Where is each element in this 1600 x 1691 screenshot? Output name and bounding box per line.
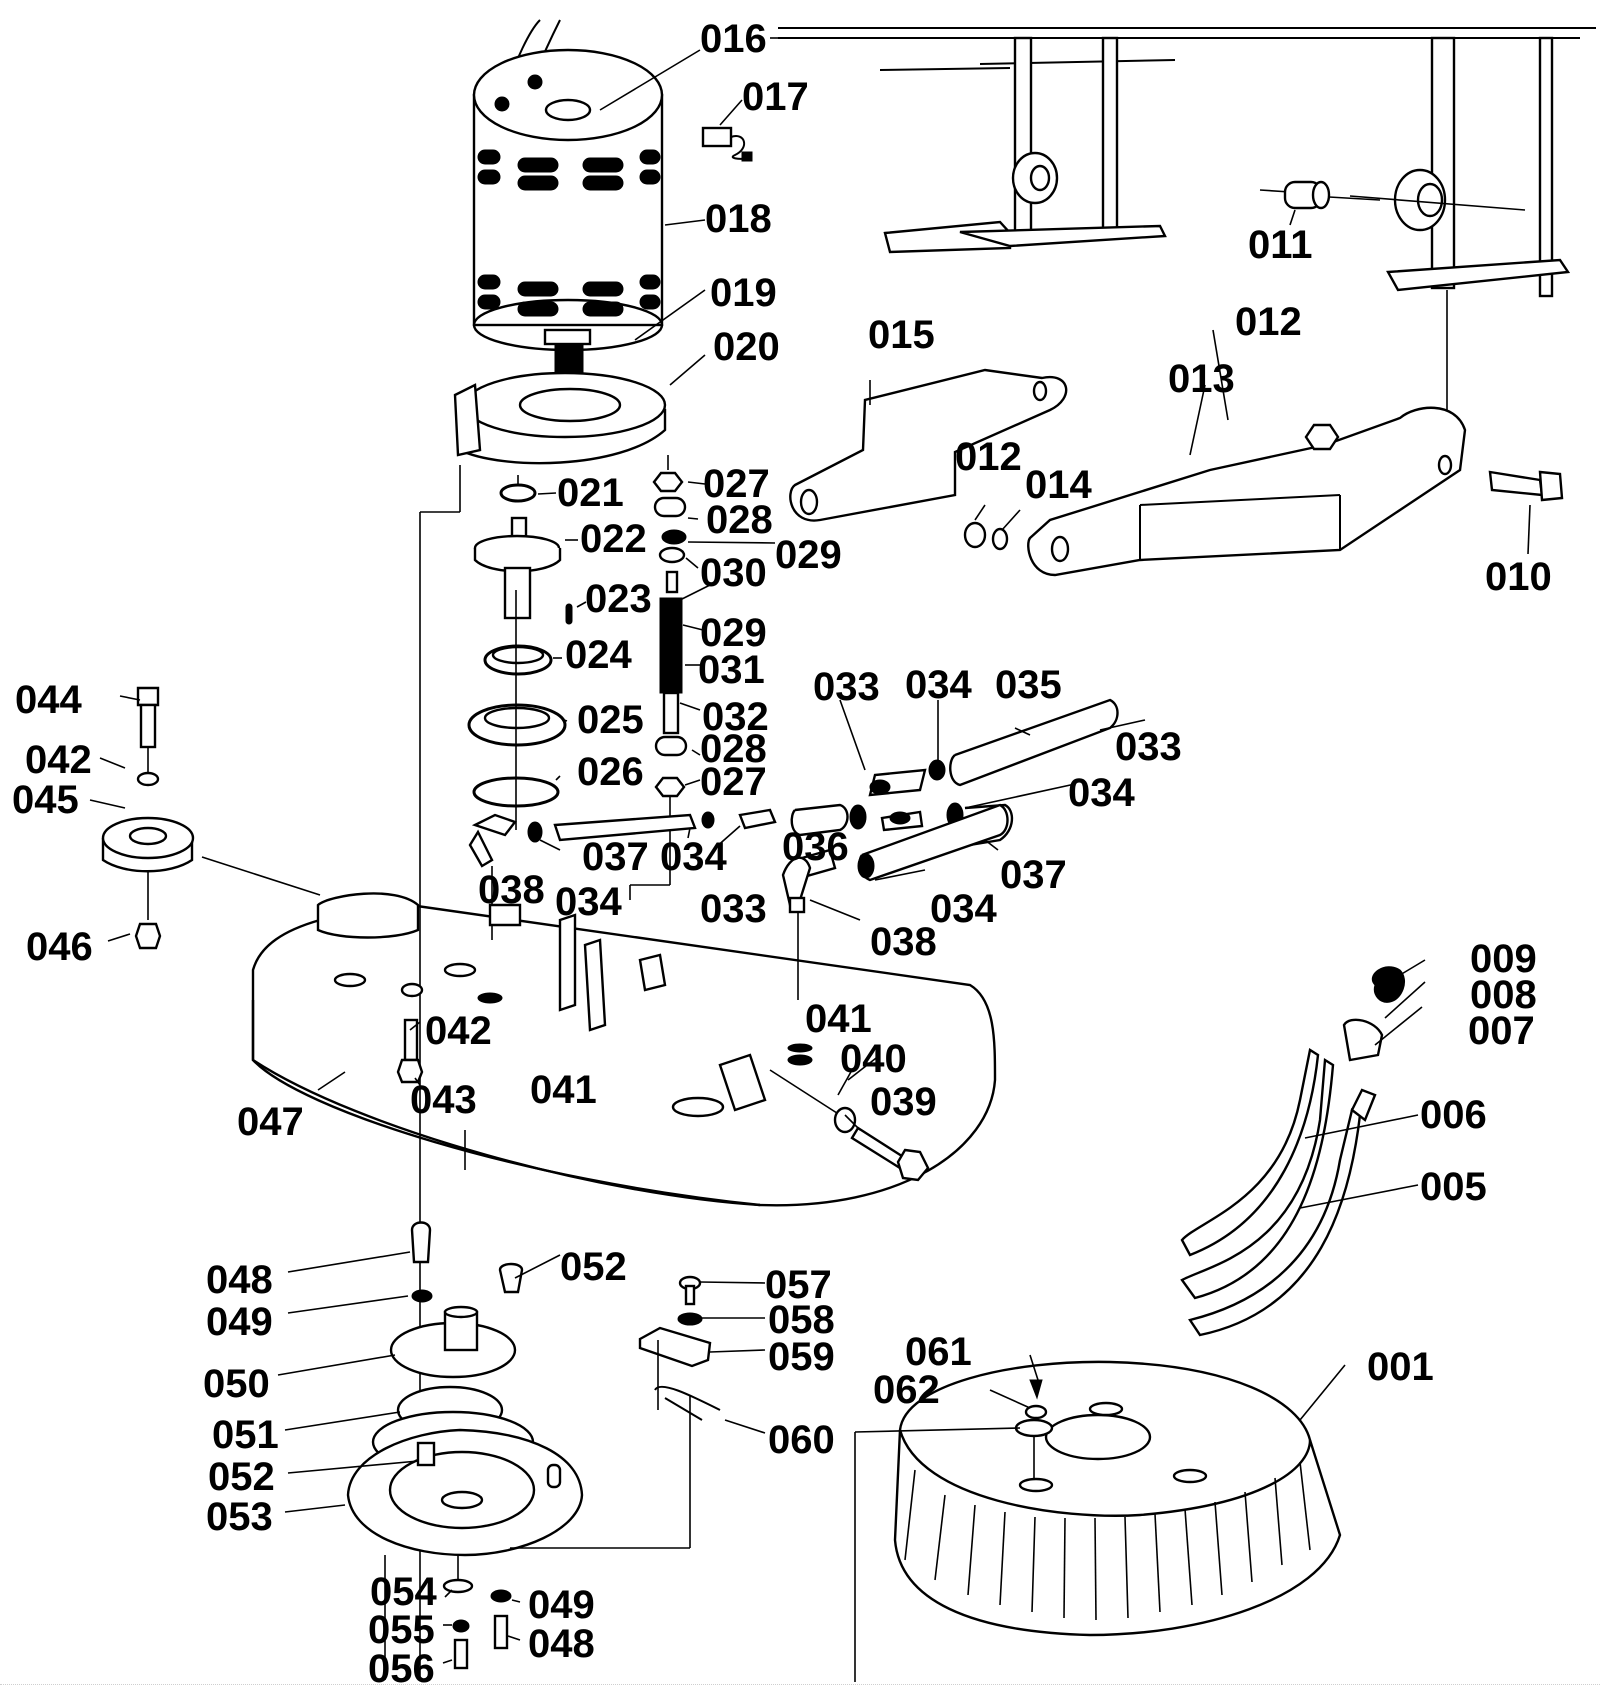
part-011-bushing [1259,180,1381,210]
label-028a: 028 [706,498,773,542]
label-019: 019 [710,271,777,315]
label-034b: 034 [1068,771,1135,815]
label-033c: 033 [700,887,767,931]
label-042b: 042 [425,1009,492,1053]
label-035: 035 [995,663,1062,707]
spindle-stack [629,455,688,900]
label-049b: 049 [528,1583,595,1627]
label-020: 020 [713,325,780,369]
label-033a: 033 [813,665,880,709]
label-057: 057 [765,1263,832,1307]
label-034a: 034 [905,663,972,707]
label-052a: 052 [560,1245,627,1289]
label-014: 014 [1025,463,1092,507]
label-007: 007 [1468,1009,1535,1053]
label-046: 046 [26,925,93,969]
label-056: 056 [368,1647,435,1691]
label-010: 010 [1485,555,1552,599]
label-048b: 048 [528,1622,595,1666]
label-049a: 049 [206,1300,273,1344]
label-009: 009 [1470,937,1537,981]
label-037a: 037 [582,835,649,879]
base-plate [251,892,997,1207]
label-048a: 048 [206,1258,273,1302]
label-027a: 027 [703,462,770,506]
label-051: 051 [212,1413,279,1457]
gear-train [419,465,573,1680]
label-025: 025 [577,698,644,742]
label-034e: 034 [555,880,622,924]
label-023: 023 [585,577,652,621]
label-041b: 041 [805,997,872,1041]
label-034c: 034 [660,835,727,879]
label-027b: 027 [700,760,767,804]
label-029a: 029 [775,533,842,577]
drive-hub [346,1221,691,1680]
leader-lines [89,37,1531,1664]
label-054: 054 [370,1570,437,1614]
label-001: 001 [1367,1345,1434,1389]
bottom-border [0,1684,1600,1686]
label-043: 043 [410,1078,477,1122]
label-008: 008 [1470,973,1537,1017]
label-016: 016 [700,17,767,61]
label-005: 005 [1420,1165,1487,1209]
label-030: 030 [700,551,767,595]
label-033b: 033 [1115,725,1182,769]
label-029b: 029 [700,611,767,655]
label-021: 021 [557,471,624,515]
label-061: 061 [905,1330,972,1374]
bolt-039-040 [769,1069,930,1182]
label-038b: 038 [870,920,937,964]
label-031: 031 [698,648,765,692]
label-062: 062 [873,1368,940,1412]
label-042a: 042 [25,738,92,782]
label-028b: 028 [700,727,767,771]
label-012b: 012 [955,435,1022,479]
label-047: 047 [237,1100,304,1144]
label-036: 036 [782,825,849,869]
clip-assembly [638,1275,721,1421]
label-039: 039 [870,1080,937,1124]
label-045: 045 [12,778,79,822]
part-labels: 016 017 018 019 020 021 022 023 024 025 … [12,17,1552,1691]
label-040: 040 [840,1037,907,1081]
label-059: 059 [768,1335,835,1379]
label-024: 024 [565,633,632,677]
label-012a: 012 [1235,300,1302,344]
part-017-capacitor [701,126,753,162]
label-044: 044 [15,678,82,722]
label-013: 013 [1168,357,1235,401]
label-037b: 037 [1000,853,1067,897]
label-018: 018 [705,197,772,241]
label-050: 050 [203,1362,270,1406]
label-022: 022 [580,517,647,561]
label-026: 026 [577,750,644,794]
label-053: 053 [206,1495,273,1539]
mounting-arms [789,368,1564,577]
label-034d: 034 [930,887,997,931]
label-038a: 038 [478,868,545,912]
label-011: 011 [1248,223,1313,267]
label-017: 017 [742,75,809,119]
label-015: 015 [868,313,935,357]
squeegee-assembly [1180,966,1405,1337]
label-058: 058 [768,1298,835,1342]
machine-frame [778,27,1596,440]
roller-wheel [101,686,321,950]
hose-fittings [468,698,1146,1000]
label-041a: 041 [530,1068,597,1112]
label-032: 032 [702,695,769,739]
label-006: 006 [1420,1093,1487,1137]
label-055: 055 [368,1608,435,1652]
label-060: 060 [768,1418,835,1462]
label-052b: 052 [208,1455,275,1499]
motor-assembly [453,19,667,465]
